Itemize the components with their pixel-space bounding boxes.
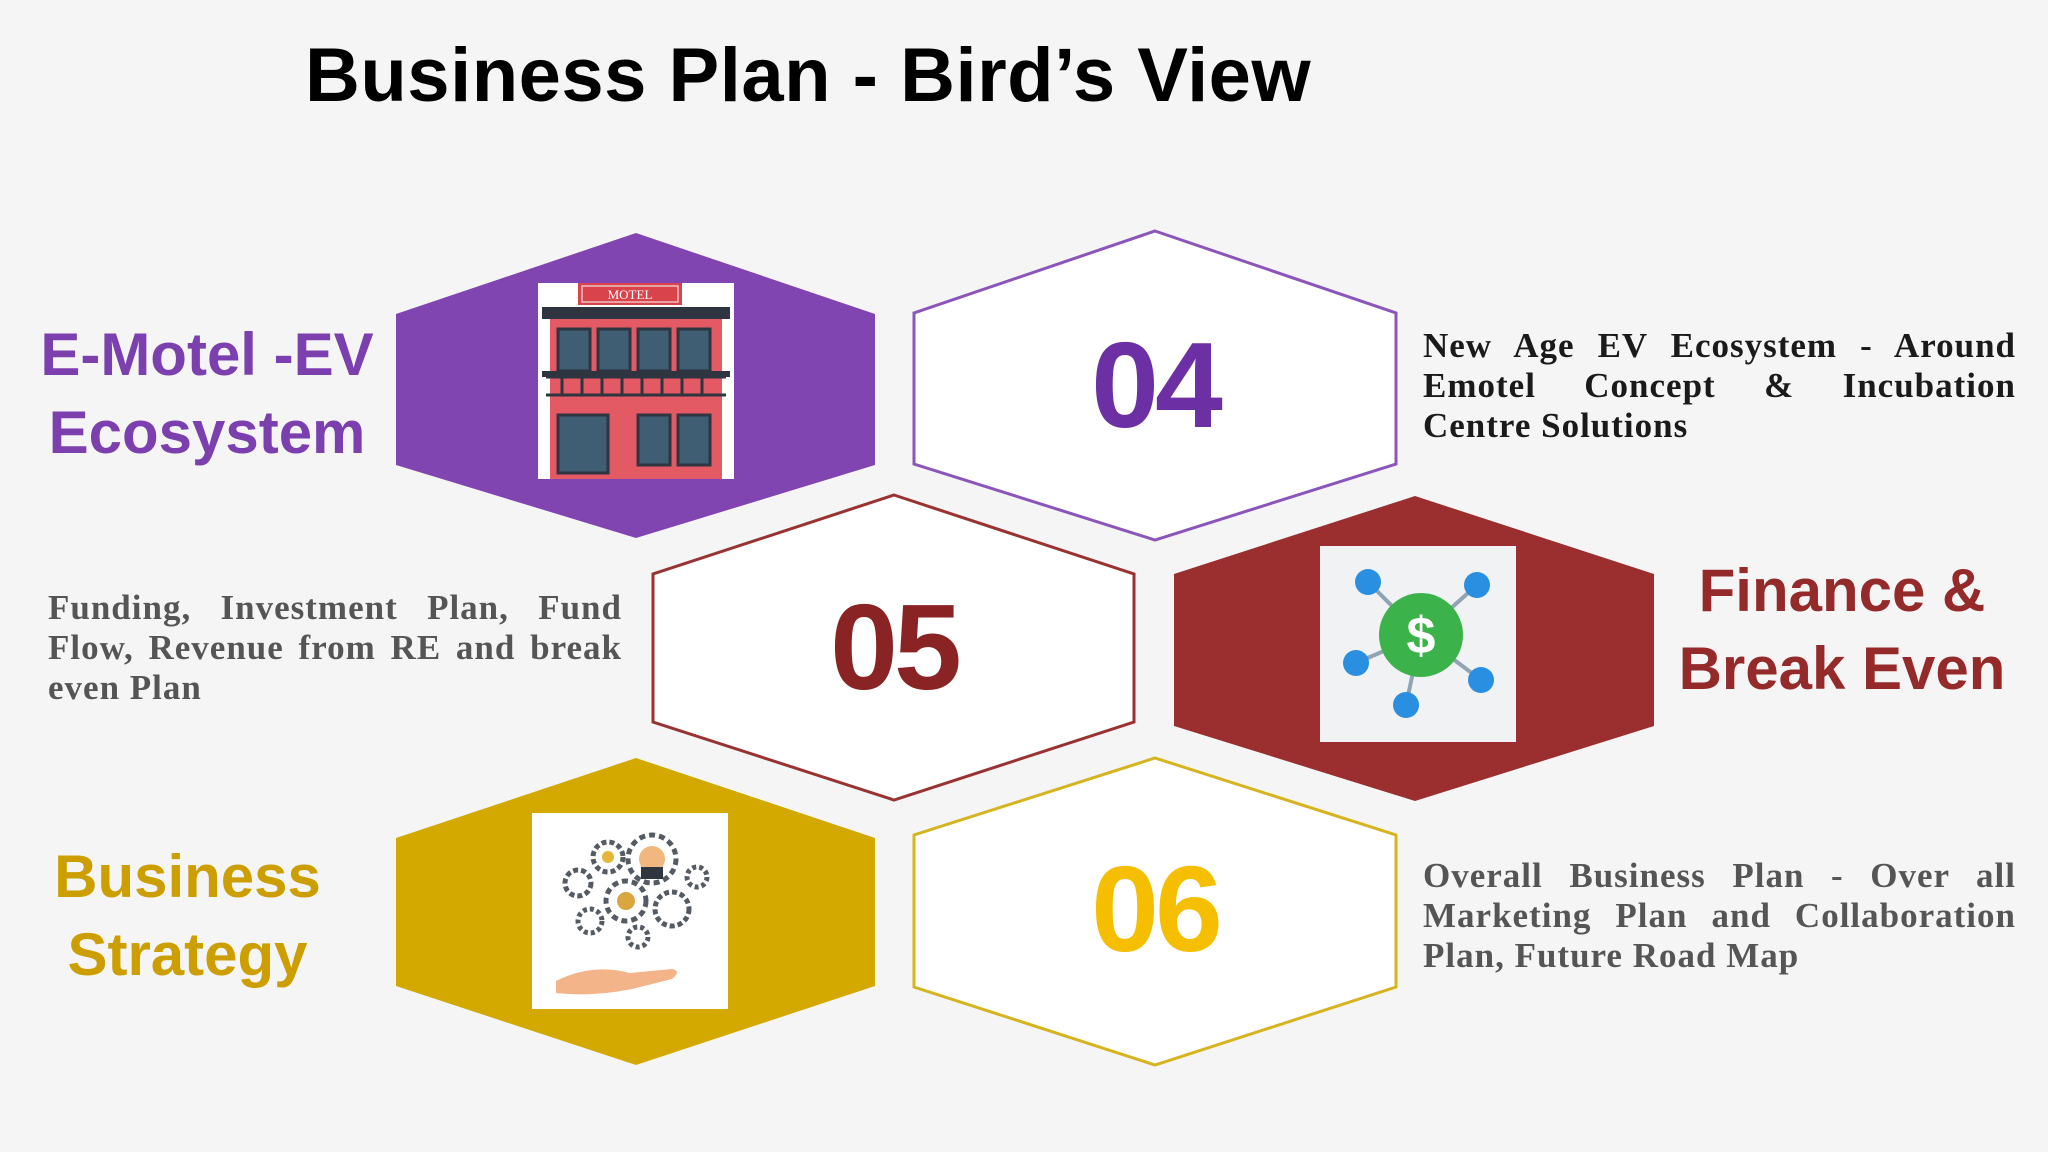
step-number-05: 05 — [830, 579, 962, 715]
emotel-description: New Age EV Ecosystem - Around Emotel Con… — [1423, 326, 2016, 445]
dollar-symbol: $ — [1407, 607, 1436, 665]
hex-06-outline — [912, 756, 1398, 1067]
motel-sign-text: MOTEL — [608, 287, 653, 302]
strategy-label-line2: Strategy — [67, 921, 308, 988]
emotel-label-line2: Ecosystem — [48, 399, 366, 466]
finance-description: Funding, Investment Plan, Fund Flow, Rev… — [48, 588, 622, 707]
strategy-label: Business Strategy — [30, 838, 345, 994]
dollar-network-icon: $ — [1320, 546, 1516, 742]
strategy-description: Overall Business Plan - Over all Marketi… — [1423, 856, 2016, 975]
finance-label: Finance & Break Even — [1662, 552, 2022, 708]
strategy-label-line1: Business — [54, 843, 321, 910]
step-number-04: 04 — [1091, 317, 1223, 453]
hex-05-outline — [651, 493, 1136, 802]
hex-04-outline — [912, 229, 1398, 542]
finance-label-line1: Finance & — [1698, 557, 1986, 624]
step-number-06: 06 — [1091, 841, 1223, 977]
emotel-label: E-Motel -EV Ecosystem — [22, 316, 392, 472]
motel-building-icon: MOTEL — [538, 283, 734, 479]
emotel-label-line1: E-Motel -EV — [40, 321, 374, 388]
page-title: Business Plan - Bird’s View — [305, 33, 1312, 118]
strategy-gears-hand-icon — [532, 813, 728, 1009]
finance-label-line2: Break Even — [1678, 635, 2006, 702]
